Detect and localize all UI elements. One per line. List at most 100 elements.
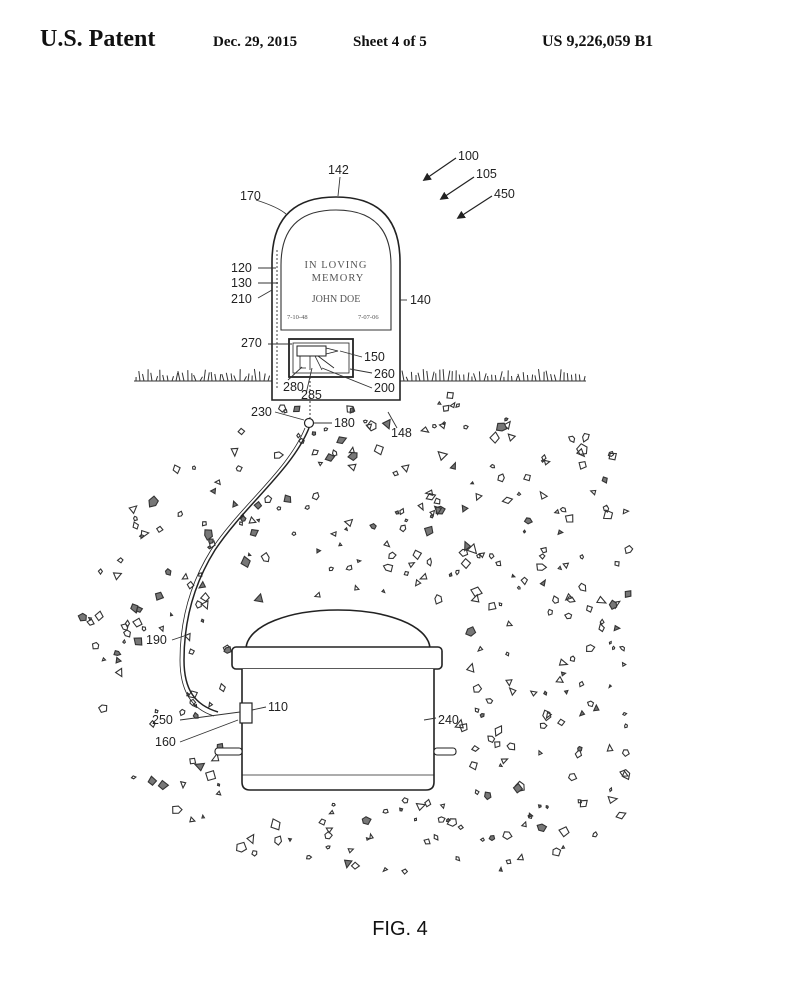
gravel-speck	[388, 551, 397, 559]
gravel-speck	[401, 797, 409, 804]
gravel-speck	[204, 529, 213, 541]
gravel-speck	[101, 656, 107, 662]
gravel-speck	[613, 624, 622, 632]
gravel-speck	[608, 786, 613, 793]
gravel-speck	[147, 775, 158, 786]
gravel-speck	[624, 544, 634, 555]
gravel-speck	[418, 572, 428, 580]
gravel-speck	[575, 447, 586, 458]
gravel-speck	[230, 447, 239, 458]
gravel-speck	[412, 549, 423, 561]
gravel-speck	[424, 798, 432, 808]
gravel-speck	[536, 563, 548, 571]
gravel-speck	[298, 437, 305, 444]
gravel-speck	[123, 629, 132, 638]
gravel-speck	[382, 563, 394, 573]
leader-lines	[171, 176, 437, 743]
gravel-speck	[179, 780, 187, 790]
gravel-speck	[553, 508, 560, 514]
gravel-speck	[523, 517, 533, 525]
gravel-speck	[154, 708, 159, 714]
gravel-speck	[479, 837, 486, 843]
gravel-speck	[538, 749, 544, 756]
gravel-speck	[255, 518, 261, 523]
gravel-speck	[218, 682, 226, 693]
gravel-speck	[112, 572, 123, 581]
gravel-speck	[273, 451, 285, 459]
gravel-speck	[495, 422, 508, 432]
headstone-text-line2: MEMORY	[312, 273, 365, 284]
gravel-speck	[552, 847, 562, 857]
gravel-speck	[578, 582, 587, 592]
gravel-speck	[608, 683, 613, 689]
gravel-speck	[560, 844, 566, 850]
gravel-speck	[365, 423, 373, 431]
gravel-speck	[611, 645, 616, 651]
gravel-speck	[346, 405, 354, 413]
gravel-speck	[539, 578, 547, 587]
gravel-speck	[460, 557, 472, 570]
gravel-speck	[94, 610, 104, 622]
gravel-speck	[557, 529, 564, 536]
gravel-speck	[325, 845, 331, 850]
gravel-speck	[434, 594, 443, 605]
gravel-speck	[555, 675, 565, 683]
gravel-speck	[608, 640, 612, 645]
gravel-speck	[195, 600, 202, 609]
gravel-speck	[113, 650, 122, 656]
gravel-speck	[186, 580, 195, 590]
gravel-speck	[115, 656, 123, 664]
headstone-birth-date: 7-10-48	[287, 314, 308, 321]
gravel-speck	[523, 473, 531, 482]
ref-260: 260	[374, 367, 395, 381]
gravel-speck	[215, 790, 222, 796]
gravel-speck	[520, 576, 529, 586]
gravel-speck	[172, 464, 181, 475]
gravel-speck	[413, 817, 418, 822]
gravel-speck	[442, 404, 450, 412]
gravel-speck	[399, 524, 407, 533]
gravel-speck	[425, 492, 437, 501]
gravel-speck	[399, 807, 404, 812]
gravel-speck	[177, 510, 184, 518]
gravel-speck	[441, 420, 446, 426]
gravel-speck	[545, 711, 553, 720]
gravel-speck	[132, 515, 138, 522]
gravel-speck	[209, 487, 217, 495]
gravel-speck	[505, 679, 513, 687]
gravel-speck	[618, 645, 626, 652]
gravel-speck	[223, 646, 232, 654]
gravel-speck	[200, 599, 209, 611]
gravel-speck	[446, 391, 454, 399]
gravel-speck	[520, 820, 527, 828]
gravel-speck	[579, 554, 585, 560]
gravel-speck	[624, 723, 628, 729]
gravel-speck	[539, 546, 548, 554]
gravel-speck	[97, 704, 108, 714]
ref-170: 170	[240, 189, 261, 203]
gravel-speck	[343, 859, 353, 870]
ref-190: 190	[146, 633, 167, 647]
figure-label: FIG. 4	[372, 918, 428, 940]
ref-100: 100	[458, 149, 479, 163]
gravel-speck	[87, 616, 93, 622]
container	[214, 609, 457, 791]
gravel-speck	[439, 803, 446, 810]
gravel-speck	[240, 555, 251, 569]
gravel-speck	[474, 707, 480, 714]
gravel-speck	[348, 446, 355, 454]
gravel-speck	[449, 461, 456, 470]
gravel-speck	[356, 558, 363, 564]
gravel-speck	[324, 453, 336, 462]
gravel-speck	[394, 510, 400, 515]
gravel-speck	[132, 521, 140, 530]
gravel-speck	[366, 419, 377, 432]
ref-120: 120	[231, 261, 252, 275]
gravel-speck	[461, 504, 469, 513]
gravel-speck	[562, 562, 570, 570]
gravel-speck	[169, 611, 174, 617]
gravel-speck	[463, 424, 469, 430]
gravel-speck	[382, 808, 389, 814]
gravel-speck	[436, 400, 442, 405]
gravel-speck	[331, 449, 338, 457]
